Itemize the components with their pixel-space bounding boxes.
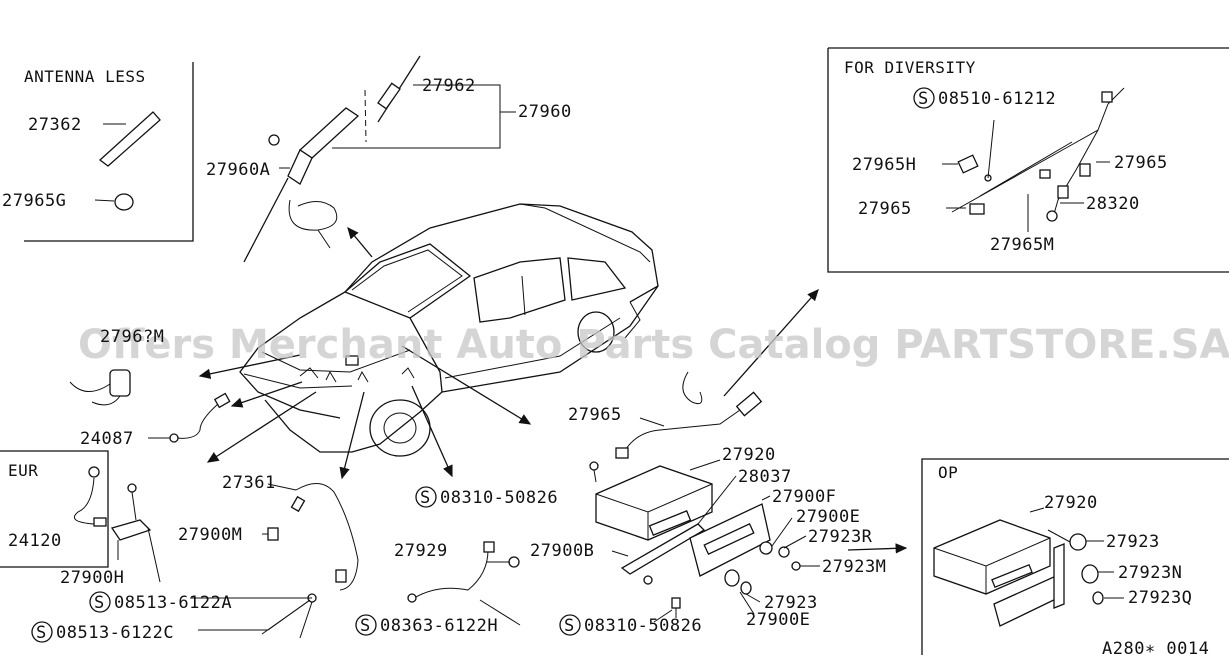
label-27965H: 27965H	[852, 155, 916, 175]
part-27960-antenna	[243, 55, 516, 263]
part-27965G-cap	[94, 193, 134, 211]
s-symbols	[31, 87, 935, 643]
label-2796xM: 2796?M	[100, 327, 164, 347]
label-27362: 27362	[28, 115, 82, 135]
car-body	[239, 203, 659, 457]
label-27920: 27920	[722, 445, 776, 465]
part-27361-cable	[267, 483, 359, 603]
part-27900B-bracket	[611, 475, 737, 585]
op-radio	[933, 507, 1065, 627]
for-diversity-frame	[827, 47, 1229, 273]
label-28037: 28037	[738, 467, 792, 487]
section-op: OP	[938, 463, 958, 482]
section-for-diversity: FOR DIVERSITY	[844, 58, 976, 77]
label-27962: 27962	[422, 76, 476, 96]
label-27960A: 27960A	[206, 160, 270, 180]
label-24087: 24087	[80, 429, 134, 449]
s-symbol: S	[36, 623, 47, 643]
label-08510-61212: 08510-61212	[938, 89, 1056, 109]
label-27923M: 27923M	[822, 557, 886, 577]
label-27900M: 27900M	[178, 525, 242, 545]
label-27965G: 27965G	[2, 191, 66, 211]
antenna-less-frame	[24, 62, 194, 242]
label-08363-6122H: 08363-6122H	[380, 616, 498, 636]
part-27900H-bracket	[110, 483, 161, 583]
label-27960: 27960	[518, 102, 572, 122]
part-24120-cable	[74, 466, 107, 527]
part-27929-cable	[407, 541, 520, 603]
part-27900M-clip	[267, 527, 279, 541]
label-op-27923: 27923	[1106, 532, 1160, 552]
label-27900B: 27900B	[530, 541, 594, 561]
label-08310-50826-bottom: 08310-50826	[584, 616, 702, 636]
s-symbol: S	[564, 616, 575, 636]
label-08310-50826-left: 08310-50826	[440, 488, 558, 508]
s-symbol: S	[94, 593, 105, 613]
s-symbol: S	[420, 488, 431, 508]
leader-lines-left	[190, 533, 521, 639]
label-27965-center: 27965	[568, 405, 622, 425]
label-27923: 27923	[764, 593, 818, 613]
label-op-27920: 27920	[1044, 493, 1098, 513]
section-antenna-less: ANTENNA LESS	[24, 67, 146, 86]
label-27965-diversity-right: 27965	[1114, 153, 1168, 173]
part-27920-radio	[589, 459, 721, 541]
label-27965M: 27965M	[990, 235, 1054, 255]
label-27929: 27929	[394, 541, 448, 561]
part-knobs	[724, 517, 820, 615]
op-knobs	[1047, 529, 1124, 605]
label-08513-6122C: 08513-6122C	[56, 623, 174, 643]
diversity-harness	[942, 87, 1125, 232]
op-frame	[921, 458, 1229, 655]
section-eur: EUR	[8, 461, 38, 480]
label-27900E-bottom: 27900E	[746, 610, 810, 630]
label-27361: 27361	[222, 473, 276, 493]
s-symbol: S	[918, 89, 929, 109]
diagram-code: A280∗ 0014	[1102, 639, 1209, 659]
part-27900F-panel	[689, 495, 771, 577]
part-27965-cable	[615, 371, 763, 459]
part-screw-08310	[653, 597, 681, 623]
eur-frame	[0, 450, 109, 568]
label-27900F: 27900F	[772, 487, 836, 507]
arrows	[198, 226, 908, 554]
part-27362-plate	[98, 111, 161, 167]
label-27965-diversity-left: 27965	[858, 199, 912, 219]
label-28320: 28320	[1086, 194, 1140, 214]
watermark: Offers Merchant Auto Parts Catalog PARTS…	[78, 322, 1229, 368]
part-2796xM-motor	[69, 369, 131, 406]
label-op-27923Q: 27923Q	[1128, 588, 1192, 608]
label-27900H: 27900H	[60, 568, 124, 588]
label-24120: 24120	[8, 531, 62, 551]
label-08513-6122A: 08513-6122A	[114, 593, 232, 613]
s-symbol: S	[360, 616, 371, 636]
part-24087-cable	[148, 392, 231, 443]
label-27900E-top: 27900E	[796, 507, 860, 527]
label-op-27923N: 27923N	[1118, 563, 1182, 583]
label-27923R: 27923R	[808, 527, 873, 547]
